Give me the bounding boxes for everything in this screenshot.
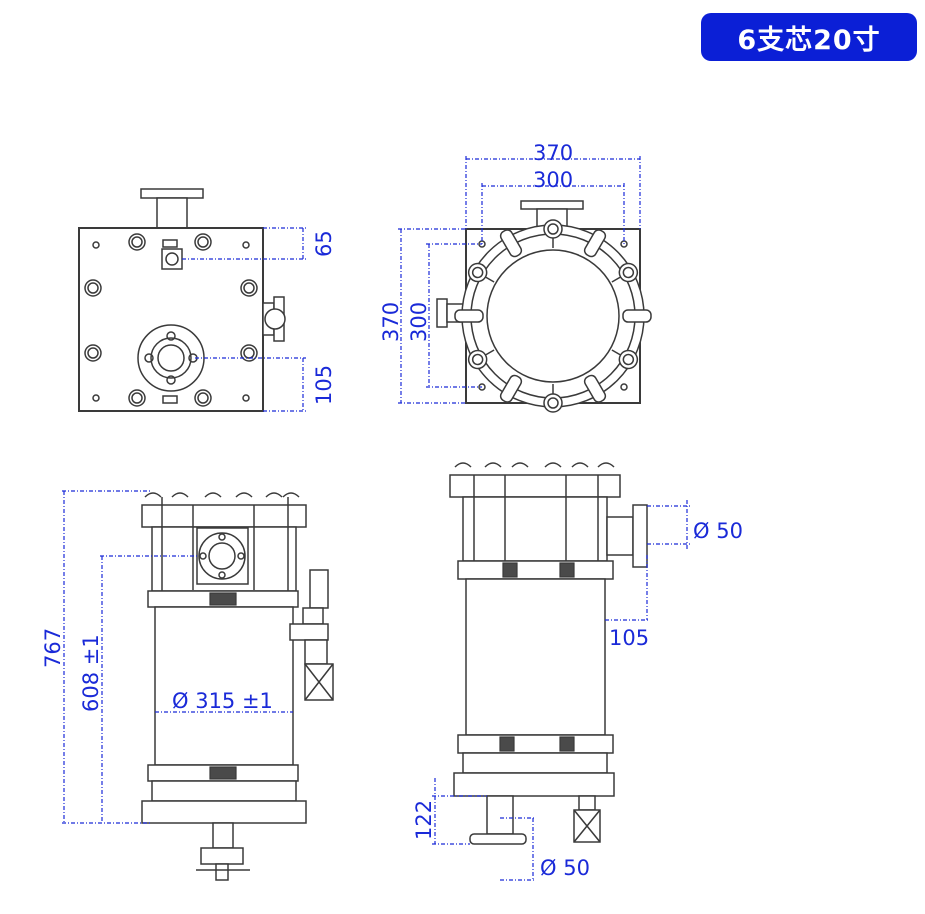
dim-50-nozzle: Ø 50 [693,519,743,543]
dim-300-width: 300 [533,168,573,192]
front-view: 767 608 ±1 Ø 315 ±1 [41,490,334,881]
dim-105-side: 105 [609,626,649,650]
dim-608: 608 ±1 [79,634,103,712]
dim-50-outlet: Ø 50 [540,856,590,880]
dim-65: 65 [312,230,336,257]
dim-370-width: 370 [533,141,573,165]
dim-767: 767 [41,628,65,668]
top-right-view: 370 300 370 300 [379,141,652,413]
top-left-view: 65 105 [78,188,336,412]
dim-122: 122 [412,800,436,840]
badge-label: 6支芯20寸 [701,13,917,61]
side-view: Ø 50 105 122 Ø 50 [412,462,743,881]
dim-300-height: 300 [407,302,431,342]
dim-105-left: 105 [312,365,336,405]
dim-315: Ø 315 ±1 [172,689,273,713]
dim-370-height: 370 [379,302,403,342]
